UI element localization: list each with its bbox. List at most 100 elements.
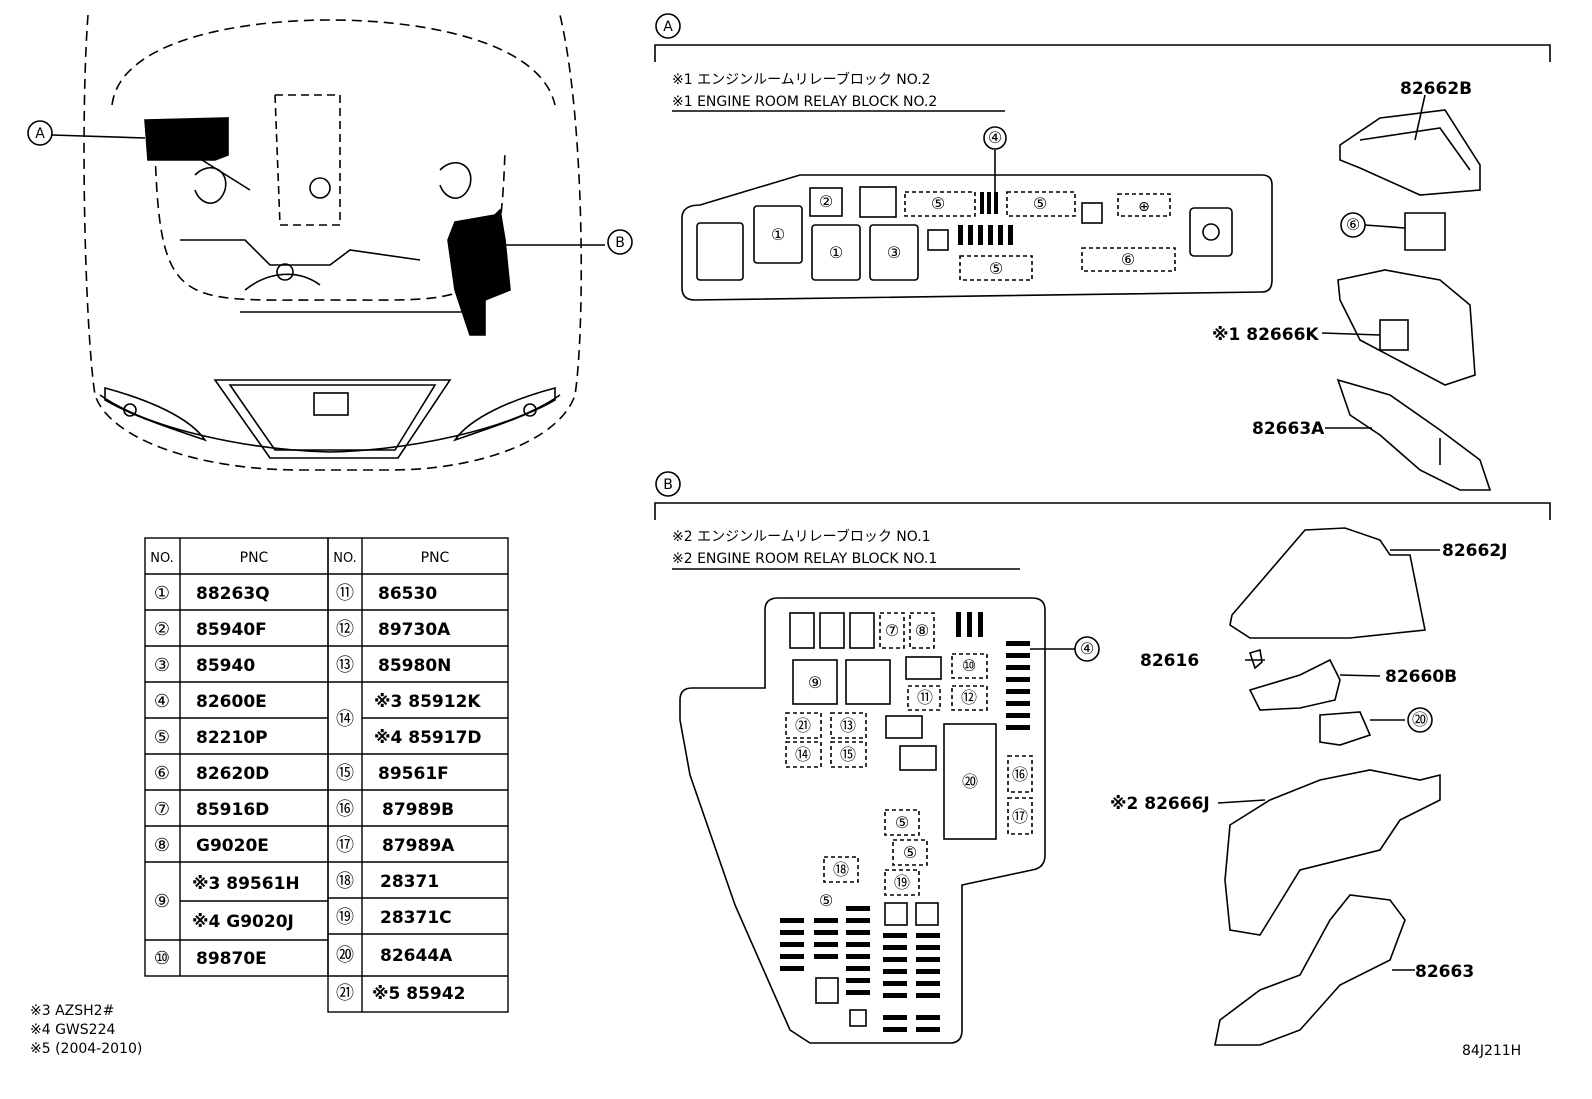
block-b-label-10: ⑩: [962, 656, 976, 675]
part-82616: 82616: [1140, 651, 1199, 671]
table-row-no: ⑱: [336, 871, 354, 892]
table-row-pnc: 85940: [196, 656, 255, 676]
table-row-pnc: 87989B: [382, 800, 454, 820]
table-row-pnc: ※3 85912K: [374, 692, 481, 712]
part-82663: 82663: [1415, 962, 1474, 982]
callout-a-circle: [27, 120, 53, 146]
section-a-label: A: [663, 19, 673, 35]
section-b-note-jp: ※2 エンジンルームリレーブロック NO.1: [672, 528, 931, 545]
block-b-label-15: ⑮: [840, 745, 856, 764]
section-b-label: B: [663, 477, 673, 493]
table-row-no: ①: [154, 583, 170, 604]
block-b-label-19: ⑲: [894, 873, 910, 892]
table-row-no: ⑪: [336, 583, 354, 604]
block-b-label-5b: ⑤: [903, 843, 917, 862]
pnc-table: NO. PNC NO. PNC ① ② ③ ④ ⑤ ⑥ ⑦ ⑧ ⑨ ⑩ 8826…: [150, 550, 481, 1004]
table-row-pnc: 88263Q: [196, 584, 270, 604]
block-b-label-20: ⑳: [962, 772, 978, 791]
table-row-no: ⑦: [154, 799, 170, 820]
callout-b-circle: [607, 229, 633, 255]
section-a-note-en: ※1 ENGINE ROOM RELAY BLOCK NO.2: [672, 94, 937, 110]
block-b-label-9: ⑨: [808, 673, 822, 692]
table-row-pnc: ※4 85917D: [374, 728, 482, 748]
table-row-no: ⑲: [336, 907, 354, 928]
table-header-pnc-right: PNC: [421, 550, 450, 566]
block-b-label-18: ⑱: [833, 860, 849, 879]
block-b-label-5a: ⑤: [895, 813, 909, 832]
table-header-pnc-left: PNC: [240, 550, 269, 566]
block-a-label-3: ①: [829, 243, 843, 262]
table-row-pnc: 89870E: [196, 949, 267, 969]
table-row-pnc: 89730A: [378, 620, 451, 640]
table-row-no: ㉑: [336, 983, 354, 1004]
table-row-no: ⑨: [154, 891, 170, 912]
footnote: ※3 AZSH2#: [30, 1003, 114, 1019]
block-b-label-4: ④: [1080, 639, 1094, 658]
table-row-no: ⑬: [336, 655, 354, 676]
block-b-label-12: ⑫: [961, 688, 977, 707]
table-row-no: ⑳: [336, 945, 354, 966]
diagram-code: 84J211H: [1462, 1043, 1521, 1059]
table-row-pnc: 28371: [380, 872, 439, 892]
table-row-no: ③: [154, 655, 170, 676]
table-row-no: ⑩: [154, 948, 170, 969]
part-82666J: ※2 82666J: [1110, 794, 1210, 814]
fuse-bars-a: [958, 192, 1013, 245]
table-row-pnc: ※5 85942: [372, 984, 465, 1004]
table-row-no: ⑥: [154, 763, 170, 784]
pnc-table-grid: [144, 537, 509, 1013]
table-row-no: ⑭: [336, 709, 354, 730]
table-row-pnc: 82210P: [196, 728, 268, 748]
table-row-no: ⑮: [336, 763, 354, 784]
callout-b-label: B: [615, 235, 625, 251]
callout-a-label: A: [35, 126, 45, 142]
table-row-pnc: 87989A: [382, 836, 455, 856]
footnote: ※4 GWS224: [30, 1022, 115, 1038]
engine-bay-overview: [51, 14, 605, 471]
table-row-no: ②: [154, 619, 170, 640]
block-a-label-10: ⊕: [1138, 199, 1150, 215]
block-a-label-7: ⑤: [1033, 194, 1047, 213]
table-row-pnc: 89561F: [378, 764, 449, 784]
table-row-pnc: 82600E: [196, 692, 267, 712]
block-a-label-6: ④: [988, 128, 1002, 147]
table-row-pnc: 85916D: [196, 800, 269, 820]
section-a: [654, 13, 1551, 491]
part-82662J: 82662J: [1442, 541, 1507, 561]
table-row-no: ⑧: [154, 835, 170, 856]
table-row-pnc: 85940F: [196, 620, 267, 640]
block-b-label-11: ⑪: [917, 688, 933, 707]
table-row-pnc: ※4 G9020J: [192, 912, 294, 932]
block-a-label-4: ③: [887, 243, 901, 262]
block-a-label-1: ①: [771, 225, 785, 244]
section-b: [654, 471, 1551, 1046]
table-row-pnc: 82620D: [196, 764, 269, 784]
fuse-bars-b: [780, 612, 1030, 1032]
section-b-note-en: ※2 ENGINE ROOM RELAY BLOCK NO.1: [672, 551, 937, 567]
block-b-label-5c: ⑤: [819, 891, 833, 910]
block-a-label-5: ⑤: [931, 194, 945, 213]
block-b-label-13: ⑬: [840, 716, 856, 735]
block-b-label-8: ⑧: [915, 621, 929, 640]
part-82666K: ※1 82666K: [1212, 325, 1319, 345]
part-82663A: 82663A: [1252, 419, 1325, 439]
block-b-label-17: ⑰: [1012, 807, 1028, 826]
block-b-label-21: ㉑: [795, 716, 811, 735]
block-b-label-14: ⑭: [795, 745, 811, 764]
section-a-note-jp: ※1 エンジンルームリレーブロック NO.2: [672, 71, 931, 88]
table-row-no: ⑫: [336, 619, 354, 640]
table-row-pnc: 86530: [378, 584, 437, 604]
table-row-no: ⑤: [154, 727, 170, 748]
part-82660B: 82660B: [1385, 667, 1457, 687]
table-row-no: ⑰: [336, 835, 354, 856]
block-b-label-7: ⑦: [885, 621, 899, 640]
table-row-no: ⑯: [336, 799, 354, 820]
part-82662B: 82662B: [1400, 79, 1472, 99]
table-header-no-right: NO.: [333, 551, 357, 566]
table-row-pnc: 28371C: [380, 908, 452, 928]
part-b-item20: ⑳: [1412, 710, 1428, 729]
footnote: ※5 (2004-2010): [30, 1041, 142, 1057]
table-header-no-left: NO.: [150, 551, 174, 566]
table-row-pnc: G9020E: [196, 836, 269, 856]
